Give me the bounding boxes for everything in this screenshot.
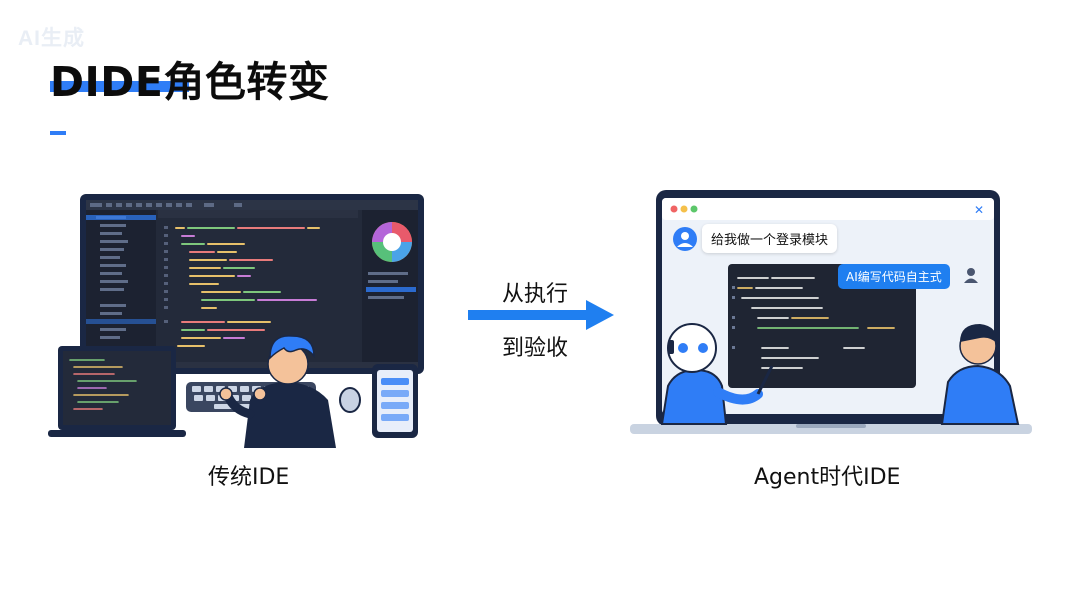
developer-person <box>219 335 336 448</box>
mouse <box>339 387 361 413</box>
accent-dash <box>50 131 66 135</box>
agent-ide-illustration: ✕ 给我做一个登录模块 <box>626 186 1038 442</box>
user-message-text: 给我做一个登录模块 <box>711 233 829 248</box>
right-arrow-icon <box>468 300 614 330</box>
agent-ide-caption: Agent时代IDE <box>754 465 901 490</box>
reviewer-avatar-icon <box>964 268 978 283</box>
traditional-ide-caption: 传统IDE <box>208 465 290 490</box>
user-avatar-icon <box>673 227 697 251</box>
arrow-bottom-label: 到验收 <box>502 336 569 361</box>
user-message-bubble: 给我做一个登录模块 <box>702 224 838 253</box>
slide-title-block: DIDE角色转变 <box>50 48 329 108</box>
ai-status-badge: AI编写代码自主式 <box>838 264 950 289</box>
reviewer-person <box>940 324 1020 425</box>
traditional-ide-illustration <box>48 194 424 448</box>
ai-generated-watermark: AI生成 <box>18 27 85 50</box>
slide-title: DIDE角色转变 <box>50 58 330 106</box>
svg-text:✕: ✕ <box>974 203 984 217</box>
title-highlight-bar <box>50 81 189 92</box>
ai-badge-text: AI编写代码自主式 <box>846 270 942 284</box>
ai-robot <box>660 323 774 425</box>
arrow-top-label: 从执行 <box>502 282 569 307</box>
